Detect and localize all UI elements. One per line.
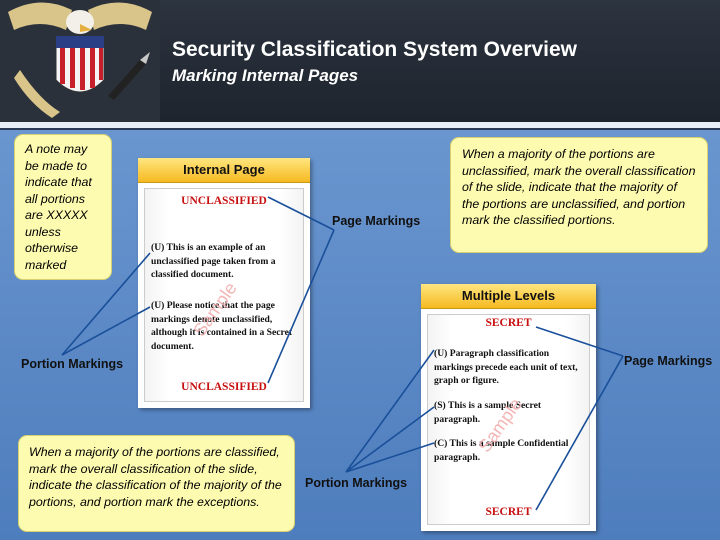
header-divider: [0, 122, 720, 128]
note-default-marking: A note may be made to indicate that all …: [14, 134, 112, 280]
page-marking-bottom: SECRET: [485, 506, 532, 518]
internal-page-body: UNCLASSIFIED (U) This is an example of a…: [144, 188, 304, 402]
portion-paragraph: (U) This is an example of an unclassifie…: [151, 242, 276, 281]
page-marking-top: SECRET: [485, 317, 532, 329]
page-marking-top: UNCLASSIFIED: [181, 195, 267, 207]
page-marking-bottom: UNCLASSIFIED: [181, 381, 267, 393]
eagle-seal-icon: [0, 0, 160, 122]
internal-page-title: Internal Page: [138, 158, 310, 183]
portion-paragraph: (U) Paragraph classification markings pr…: [434, 348, 578, 387]
portion-paragraph: (U) Please notice that the page markings…: [151, 300, 293, 352]
header-divider-shadow: [0, 128, 720, 130]
page-subtitle: Marking Internal Pages: [172, 66, 359, 85]
page-markings-label: Page Markings: [332, 214, 421, 228]
portion-markings-label: Portion Markings: [21, 357, 124, 371]
note-majority-unclassified: When a majority of the portions are uncl…: [450, 137, 708, 253]
page-markings-label: Page Markings: [624, 354, 713, 368]
portion-paragraph: (S) This is a sample Secret paragraph.: [434, 400, 542, 425]
multiple-levels-body: SECRET (U) Paragraph classification mark…: [427, 314, 590, 525]
page-title: Security Classification System Overview: [172, 38, 578, 61]
multiple-levels-document: Multiple Levels SECRET (U) Paragraph cla…: [421, 284, 596, 531]
portion-paragraph: (C) This is a sample Confidential paragr…: [434, 438, 569, 463]
portion-markings-label: Portion Markings: [305, 476, 408, 490]
note-majority-classified: When a majority of the portions are clas…: [18, 435, 295, 532]
internal-page-document: Internal Page UNCLASSIFIED (U) This is a…: [138, 158, 310, 408]
multiple-levels-title: Multiple Levels: [421, 284, 596, 309]
